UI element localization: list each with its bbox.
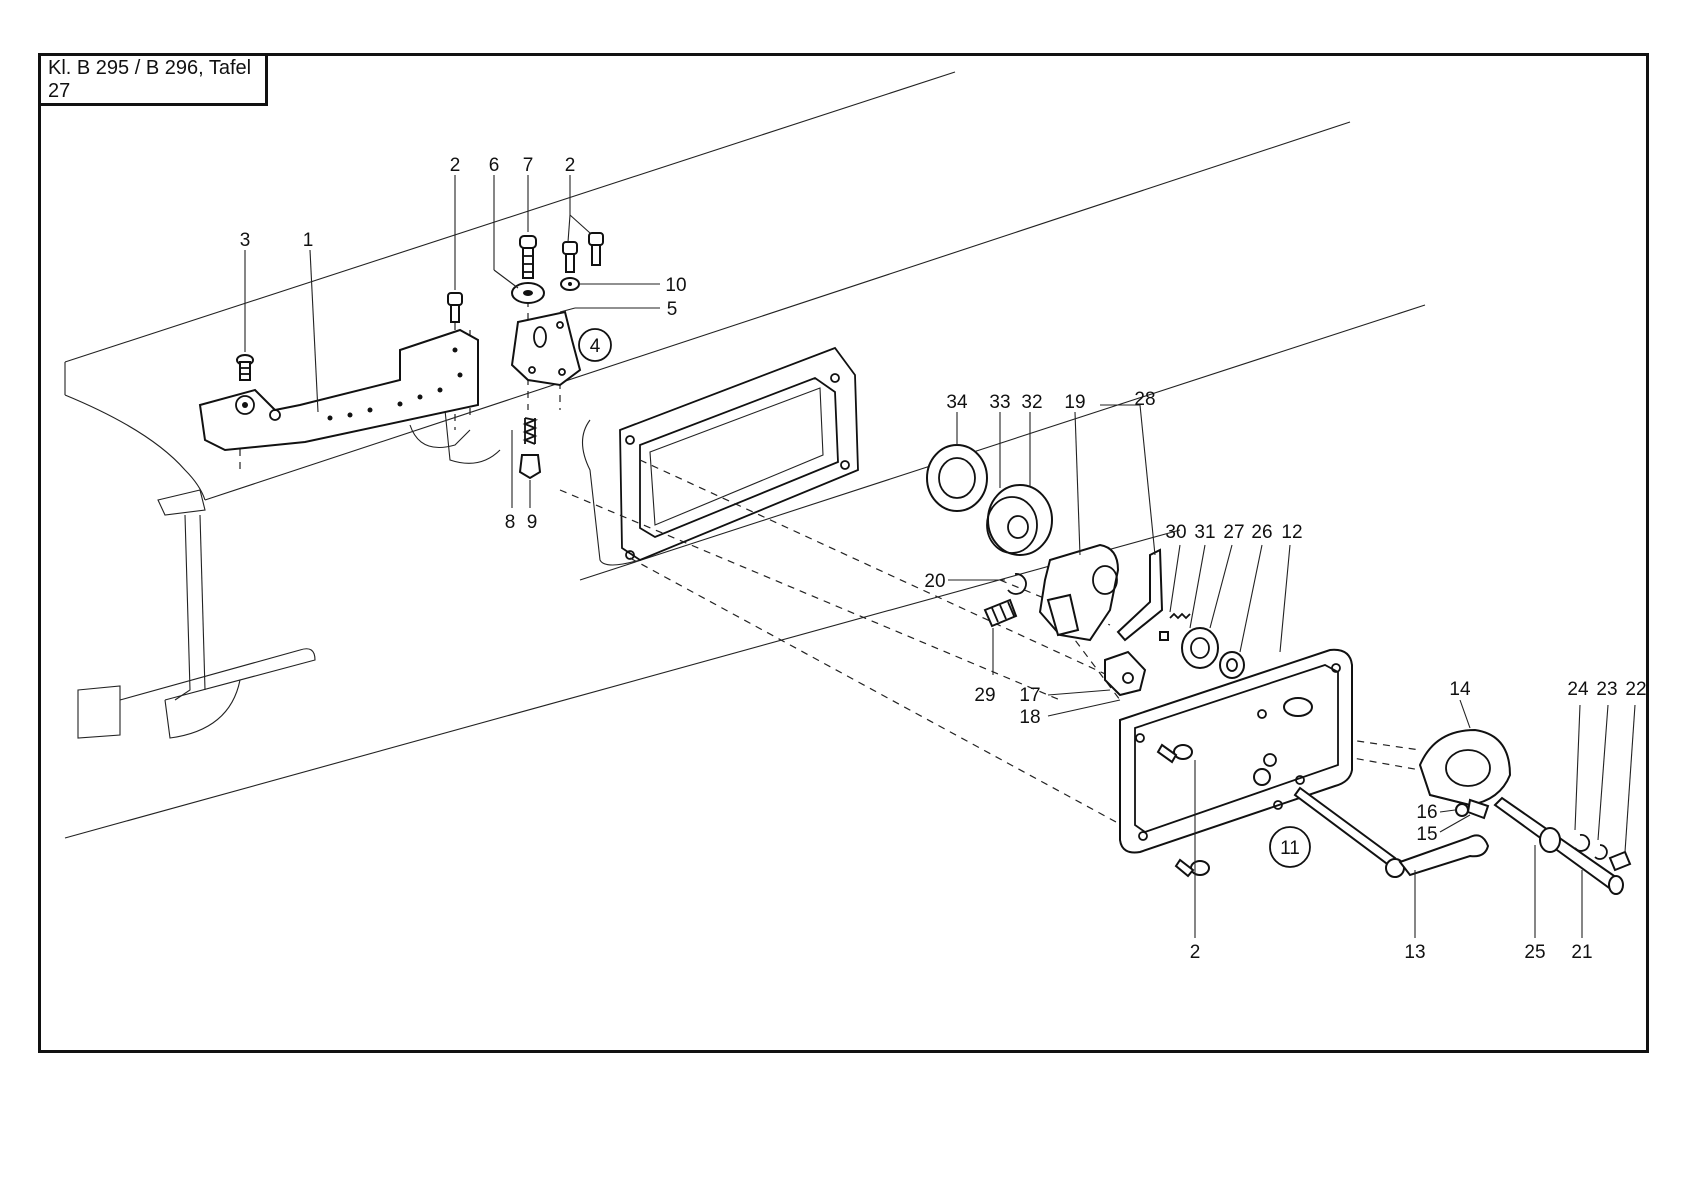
part-26-washer	[1220, 652, 1244, 678]
label-32: 32	[1021, 392, 1042, 413]
part-number-labels: 3 1 2 6 7 2 10 5 8 9 34 33 32 19 28 30 3…	[240, 155, 1647, 963]
part-2-screw-e	[1176, 860, 1209, 876]
label-5: 5	[667, 299, 678, 320]
part-31-pin	[1160, 632, 1168, 640]
part-2-screw-a	[448, 293, 462, 322]
label-33: 33	[989, 392, 1010, 413]
part-6-cup-washer	[512, 283, 544, 303]
label-14: 14	[1449, 679, 1471, 700]
label-15: 15	[1416, 824, 1437, 845]
label-4: 4	[590, 336, 601, 357]
label-34: 34	[946, 392, 968, 413]
label-16: 16	[1416, 802, 1437, 823]
part-27-bushing	[1182, 628, 1218, 668]
part-2-screw-c	[589, 233, 603, 265]
part-32-pulley	[987, 485, 1052, 555]
part-1-bracket-plate	[200, 330, 478, 450]
part-29-spring	[985, 600, 1016, 626]
part-23-ring	[1595, 845, 1607, 859]
label-10: 10	[665, 275, 686, 296]
label-19: 19	[1064, 392, 1085, 413]
label-31: 31	[1194, 522, 1215, 543]
label-28: 28	[1134, 389, 1155, 410]
part-8-spring	[525, 418, 535, 444]
label-2: 2	[565, 155, 576, 176]
label-24: 24	[1567, 679, 1589, 700]
label-6: 6	[489, 155, 500, 176]
callout-11: 11	[1270, 827, 1310, 867]
label-22: 22	[1625, 679, 1646, 700]
part-24-ring	[1575, 835, 1589, 851]
label-13: 13	[1404, 942, 1425, 963]
part-7-screw	[520, 236, 536, 278]
part-9-bushing	[520, 455, 540, 478]
label-1: 1	[303, 230, 314, 251]
label-11: 11	[1280, 838, 1300, 859]
label-8: 8	[505, 512, 516, 533]
label-9: 9	[527, 512, 538, 533]
label-7: 7	[523, 155, 534, 176]
part-16-washer	[1456, 804, 1468, 816]
label-3: 3	[240, 230, 251, 251]
label-2: 2	[1190, 942, 1201, 963]
part-5-plate	[512, 312, 580, 385]
label-20: 20	[924, 571, 945, 592]
label-17: 17	[1019, 685, 1040, 706]
part-30-spring	[1170, 614, 1190, 618]
part-19-body	[1040, 545, 1118, 640]
label-27: 27	[1223, 522, 1244, 543]
label-21: 21	[1571, 942, 1592, 963]
part-34-ring	[927, 445, 987, 511]
part-15-screw	[1468, 800, 1488, 818]
part-12-cover-plate	[1120, 650, 1352, 853]
part-3-screw	[237, 355, 253, 380]
label-12: 12	[1281, 522, 1302, 543]
label-29: 29	[974, 685, 995, 706]
label-2: 2	[450, 155, 461, 176]
part-17-clamp	[1105, 652, 1145, 695]
part-14-cam	[1420, 730, 1510, 805]
label-25: 25	[1524, 942, 1545, 963]
callout-4: 4	[579, 329, 611, 361]
part-22-pin	[1610, 852, 1630, 870]
label-23: 23	[1596, 679, 1617, 700]
part-2-screw-b	[563, 242, 577, 272]
part-28-lever	[1118, 550, 1162, 640]
plate-title: Kl. B 295 / B 296, Tafel 27	[38, 53, 268, 106]
label-30: 30	[1165, 522, 1186, 543]
label-18: 18	[1019, 707, 1040, 728]
part-10-washer	[561, 278, 579, 290]
label-26: 26	[1251, 522, 1272, 543]
